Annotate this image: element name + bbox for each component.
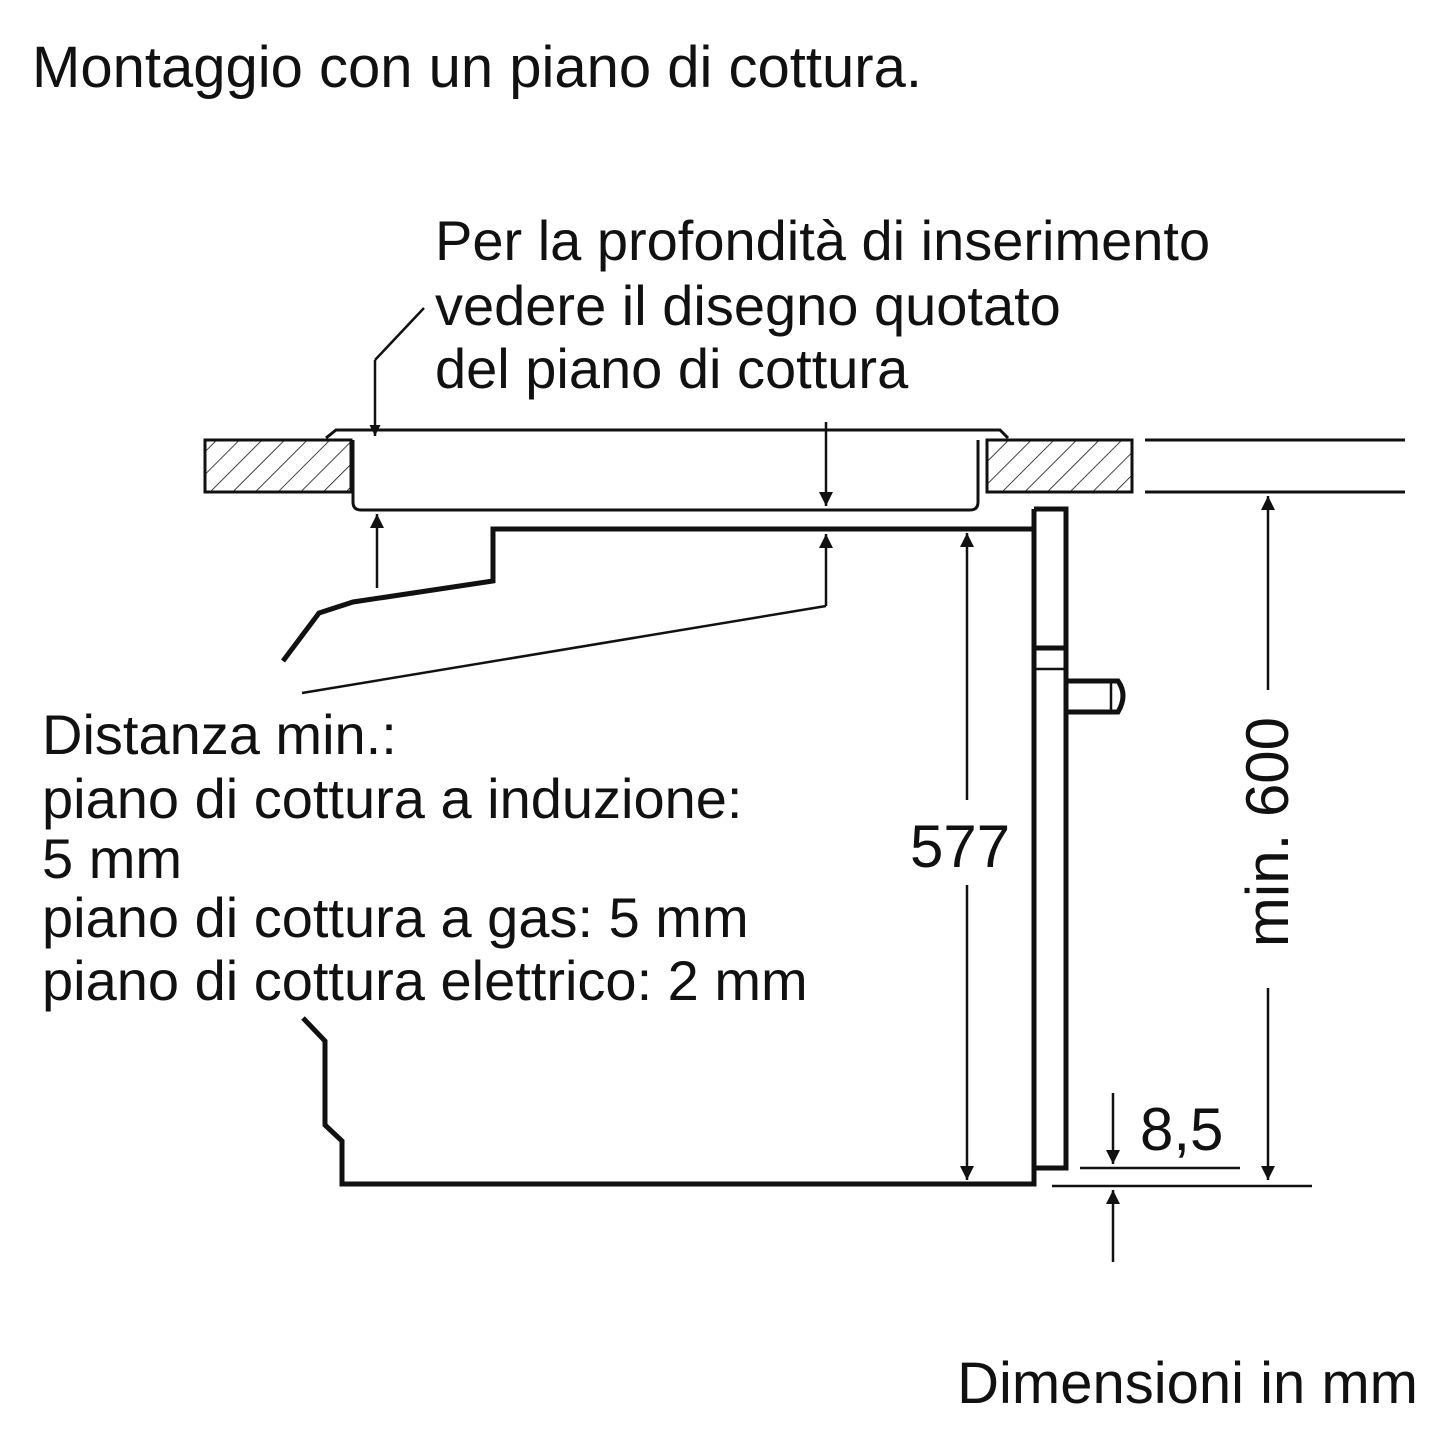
oven-body-top-outline — [281, 526, 1034, 663]
worktop — [203, 438, 1405, 494]
dimension-8-5-label: 8,5 — [1140, 1096, 1223, 1163]
distance-note-line-1: Distanza min.: — [42, 703, 397, 766]
distance-note-line-4: piano di cottura a gas: 5 mm — [42, 886, 749, 949]
hob-glass-top — [325, 428, 1010, 440]
oven-door-outline — [1031, 506, 1069, 1171]
hob-body — [351, 440, 980, 512]
depth-note-line-1: Per la profondità di inserimento — [435, 209, 1210, 272]
dimension-min600 — [1052, 496, 1312, 1188]
hob — [325, 428, 1010, 512]
distance-note-leader — [301, 604, 827, 695]
oven-body-bottom-outline — [301, 1016, 1037, 1187]
dimension-8-5 — [1080, 1093, 1240, 1262]
distance-note: Distanza min.: piano di cottura a induzi… — [42, 703, 808, 1012]
oven-handle — [1063, 678, 1126, 715]
depth-note: Per la profondità di inserimento vedere … — [435, 209, 1210, 400]
dimension-min600-label: min. 600 — [1234, 717, 1301, 947]
worktop-right-section — [985, 438, 1134, 494]
oven-door-step — [1032, 648, 1066, 671]
distance-note-line-3: 5 mm — [42, 827, 182, 890]
oven — [281, 506, 1126, 1187]
depth-note-leader — [374, 307, 425, 361]
footer-units: Dimensioni in mm — [957, 1351, 1418, 1416]
worktop-left-section — [203, 438, 353, 494]
page-title: Montaggio con un piano di cottura. — [32, 35, 922, 100]
depth-note-line-3: del piano di cottura — [435, 337, 909, 400]
depth-note-line-2: vedere il disegno quotato — [435, 274, 1061, 337]
dimension-577-label: 577 — [910, 813, 1010, 880]
distance-note-line-5: piano di cottura elettrico: 2 mm — [42, 949, 808, 1012]
distance-note-line-2: piano di cottura a induzione: — [42, 767, 743, 830]
